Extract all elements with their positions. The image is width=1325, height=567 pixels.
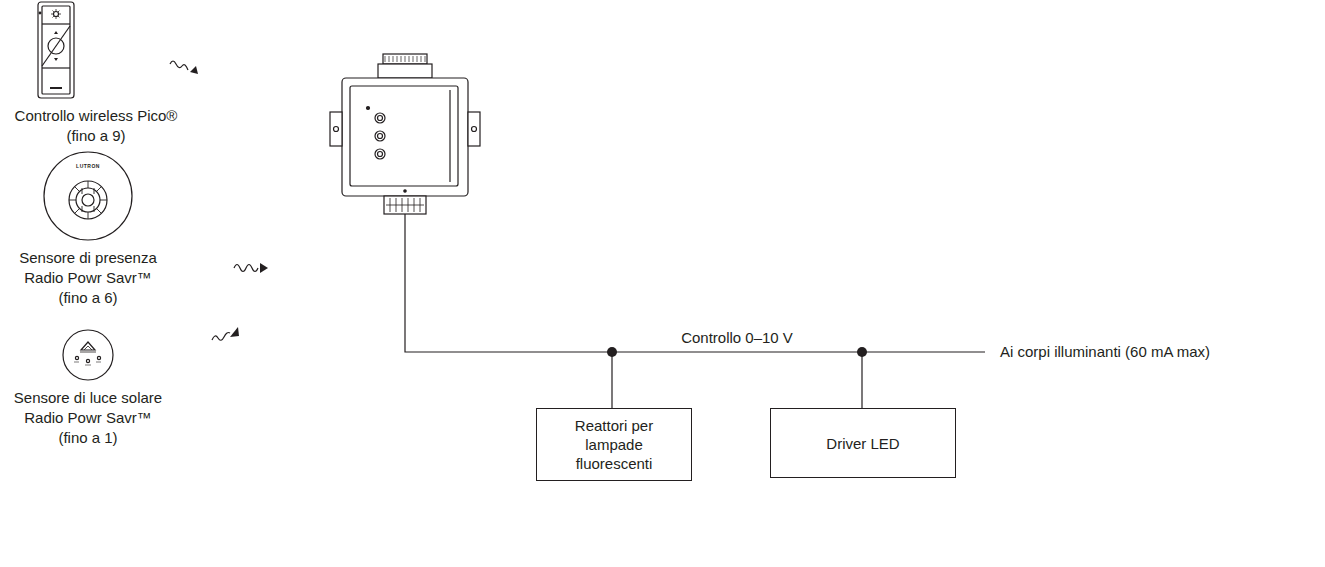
occupancy-sensor: [44, 152, 132, 240]
device-caption: Sensore di presenza Radio Powr Savr™ (fi…: [11, 248, 165, 308]
output-note: Ai corpi illuminanti (60 mA max): [997, 342, 1213, 362]
process-box: Driver LED: [770, 408, 956, 478]
daylight-sensor: [63, 330, 113, 380]
pico-remote: [38, 2, 74, 98]
wireless-signal: [212, 333, 230, 341]
wireless-signal: [170, 61, 188, 70]
wireless-signal: [234, 265, 258, 272]
control-wiring: [405, 214, 985, 408]
brand-logo: LUTRON: [68, 163, 108, 170]
box-text: Reattori per lampade fluorescenti: [537, 416, 691, 473]
process-box: Reattori per lampade fluorescenti: [536, 408, 692, 481]
device-caption: Controllo wireless Pico® (fino a 9): [6, 106, 186, 146]
device-caption: Sensore di luce solare Radio Powr Savr™ …: [11, 388, 165, 448]
power-module: [330, 54, 480, 214]
signal-name: Controllo 0–10 V: [678, 328, 796, 348]
box-text: Driver LED: [818, 434, 907, 453]
